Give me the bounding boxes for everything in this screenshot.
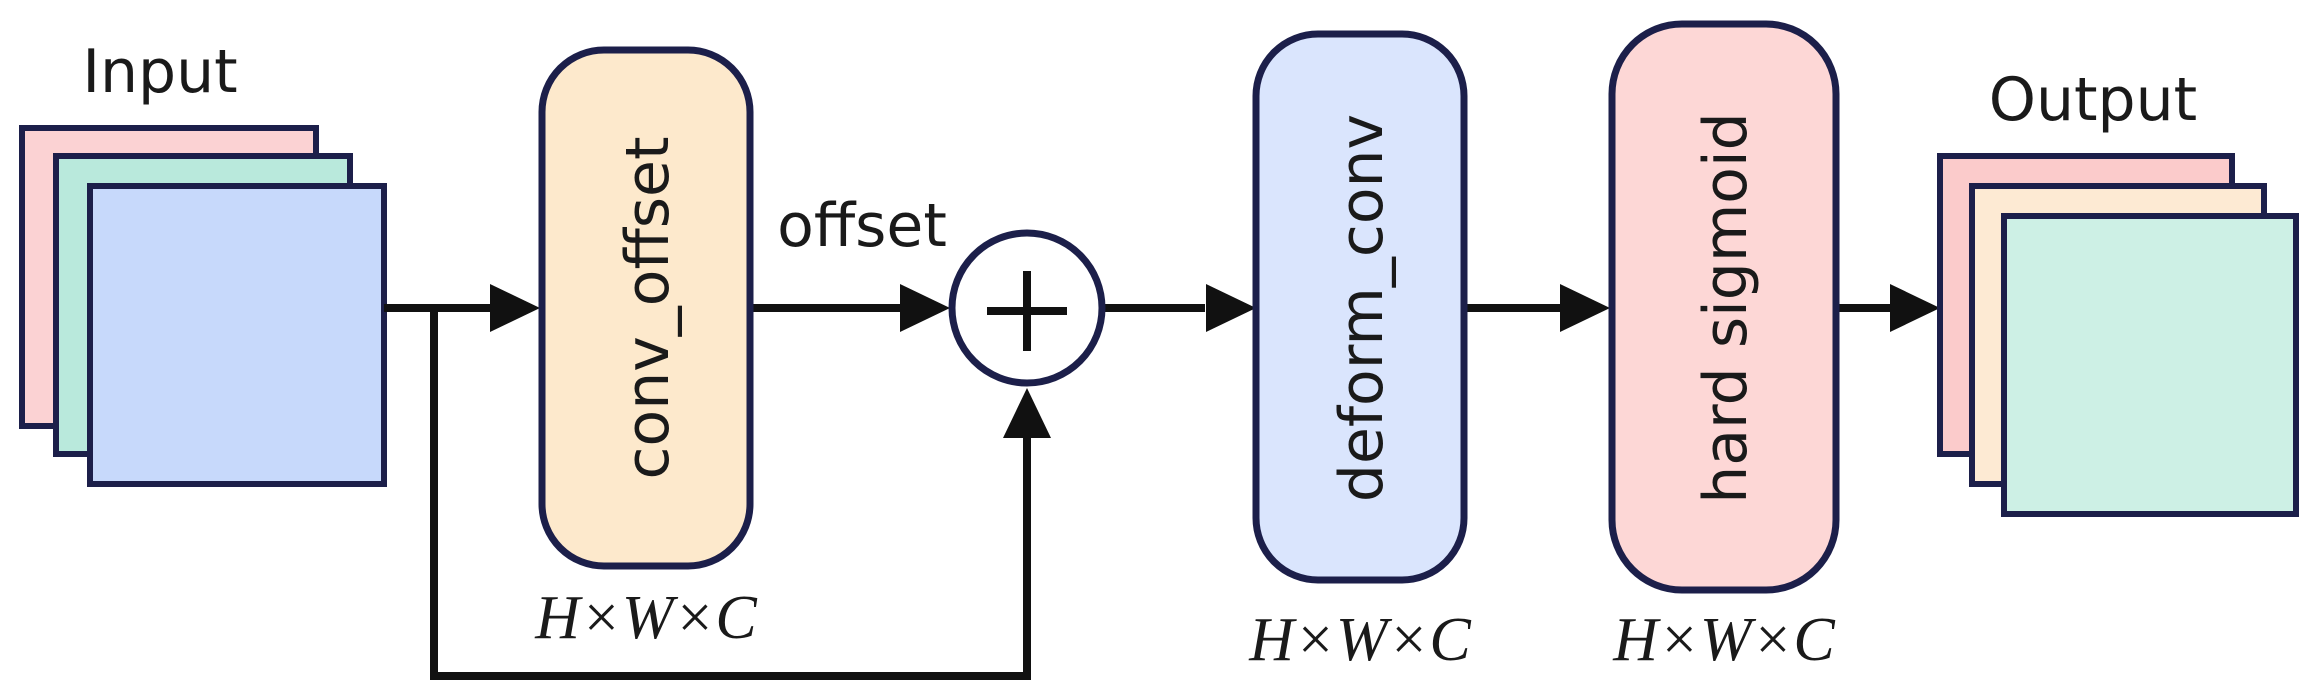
conv-offset-label: conv_offset (613, 137, 683, 480)
deform-conv-label: deform_conv (1327, 114, 1397, 502)
edges (384, 284, 1940, 680)
deform-conv-box (1252, 30, 1468, 584)
deform-conv-dims: H×W×C (1248, 606, 1471, 674)
hard-sigmoid-box (1608, 20, 1840, 594)
input-feature-stack (19, 125, 387, 487)
arrowhead-conv-offset (490, 284, 540, 332)
hard-sigmoid-label: hard sigmoid (1691, 112, 1761, 504)
edge-skip-connection (430, 308, 1031, 680)
hard-sigmoid-block: hard sigmoid (1608, 20, 1840, 594)
output-layer-front (2001, 213, 2299, 517)
deform-conv-block: deform_conv (1252, 30, 1468, 584)
hard-sigmoid-dims: H×W×C (1612, 606, 1835, 674)
offset-edge-label: offset (777, 191, 947, 261)
conv-offset-block: conv_offset (538, 46, 754, 570)
arrowhead-output (1890, 284, 1940, 332)
input-label: Input (82, 37, 237, 107)
input-layer-front (87, 183, 387, 487)
arrowhead-add-bottom (1003, 388, 1051, 438)
arrowhead-add-left (900, 284, 950, 332)
add-node (948, 229, 1106, 387)
arrowhead-deform-conv (1206, 284, 1256, 332)
conv-offset-dims: H×W×C (534, 584, 757, 652)
output-label: Output (1989, 65, 2197, 135)
conv-offset-box (538, 46, 754, 570)
arrowhead-hard-sigmoid (1560, 284, 1610, 332)
output-feature-stack (1937, 153, 2299, 517)
